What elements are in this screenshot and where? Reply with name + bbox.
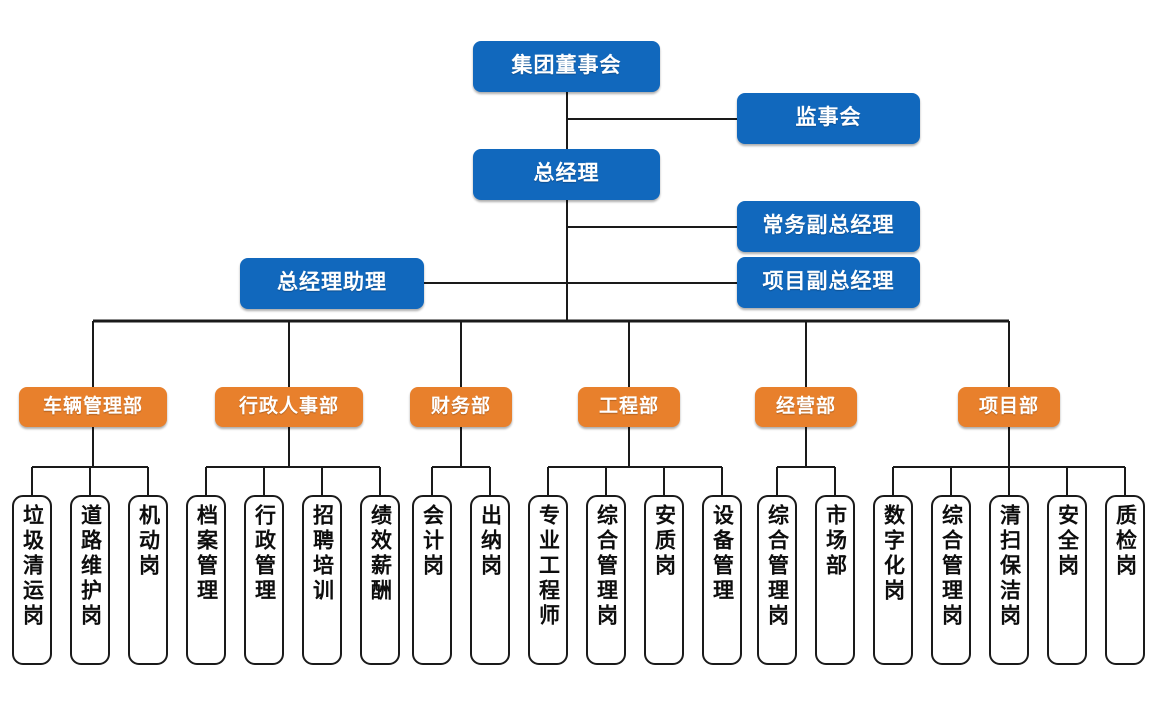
position-box[interactable]: 数字化岗	[873, 495, 913, 665]
position-label: 档案管理	[194, 504, 219, 604]
department-project[interactable]: 项目部	[958, 387, 1060, 427]
position-label: 综合管理岗	[594, 504, 619, 629]
position-box[interactable]: 市场部	[815, 495, 855, 665]
node-label: 常务副总经理	[762, 214, 895, 238]
position-label: 安质岗	[652, 504, 677, 579]
position-box[interactable]: 清扫保洁岗	[989, 495, 1029, 665]
position-label: 行政管理	[252, 504, 277, 604]
department-label: 行政人事部	[238, 396, 339, 418]
position-label: 招聘培训	[310, 504, 335, 604]
node-label: 项目副总经理	[762, 270, 895, 294]
position-box[interactable]: 道路维护岗	[70, 495, 110, 665]
position-label: 数字化岗	[881, 504, 906, 604]
position-label: 安全岗	[1055, 504, 1080, 579]
position-box[interactable]: 档案管理	[186, 495, 226, 665]
department-vehicle-management[interactable]: 车辆管理部	[19, 387, 167, 427]
position-label: 清扫保洁岗	[997, 504, 1022, 629]
position-box[interactable]: 行政管理	[244, 495, 284, 665]
position-box[interactable]: 机动岗	[128, 495, 168, 665]
node-general-manager[interactable]: 总经理	[473, 149, 660, 200]
department-engineering[interactable]: 工程部	[578, 387, 680, 427]
position-label: 出纳岗	[478, 504, 503, 579]
node-label: 集团董事会	[511, 54, 622, 78]
position-label: 市场部	[823, 504, 848, 579]
department-label: 工程部	[598, 396, 659, 418]
node-label: 总经理	[533, 162, 600, 186]
position-label: 机动岗	[136, 504, 161, 579]
position-label: 道路维护岗	[78, 504, 103, 629]
position-label: 综合管理岗	[939, 504, 964, 629]
department-label: 财务部	[430, 396, 491, 418]
position-label: 垃圾清运岗	[20, 504, 45, 629]
department-admin-hr[interactable]: 行政人事部	[215, 387, 363, 427]
position-box[interactable]: 专业工程师	[528, 495, 568, 665]
position-label: 专业工程师	[536, 504, 561, 629]
position-box[interactable]: 垃圾清运岗	[12, 495, 52, 665]
position-box[interactable]: 综合管理岗	[931, 495, 971, 665]
node-label: 总经理助理	[277, 271, 387, 295]
position-box[interactable]: 会计岗	[412, 495, 452, 665]
node-supervisory-board[interactable]: 监事会	[737, 93, 920, 144]
position-label: 会计岗	[420, 504, 445, 579]
node-label: 监事会	[795, 106, 862, 130]
position-box[interactable]: 设备管理	[702, 495, 742, 665]
position-box[interactable]: 质检岗	[1105, 495, 1145, 665]
position-label: 设备管理	[710, 504, 735, 604]
node-board-of-directors[interactable]: 集团董事会	[473, 41, 660, 92]
node-gm-assistant[interactable]: 总经理助理	[240, 258, 424, 309]
node-executive-vice-gm[interactable]: 常务副总经理	[737, 201, 920, 252]
department-operations[interactable]: 经营部	[755, 387, 857, 427]
position-box[interactable]: 综合管理岗	[586, 495, 626, 665]
position-box[interactable]: 综合管理岗	[757, 495, 797, 665]
node-project-vice-gm[interactable]: 项目副总经理	[737, 257, 920, 308]
position-box[interactable]: 安全岗	[1047, 495, 1087, 665]
department-label: 车辆管理部	[42, 396, 143, 418]
position-label: 综合管理岗	[765, 504, 790, 629]
department-label: 项目部	[978, 396, 1039, 418]
position-box[interactable]: 绩效薪酬	[360, 495, 400, 665]
position-box[interactable]: 安质岗	[644, 495, 684, 665]
department-finance[interactable]: 财务部	[410, 387, 512, 427]
position-label: 质检岗	[1113, 504, 1138, 579]
position-box[interactable]: 招聘培训	[302, 495, 342, 665]
position-label: 绩效薪酬	[368, 504, 393, 604]
department-label: 经营部	[775, 396, 836, 418]
position-box[interactable]: 出纳岗	[470, 495, 510, 665]
